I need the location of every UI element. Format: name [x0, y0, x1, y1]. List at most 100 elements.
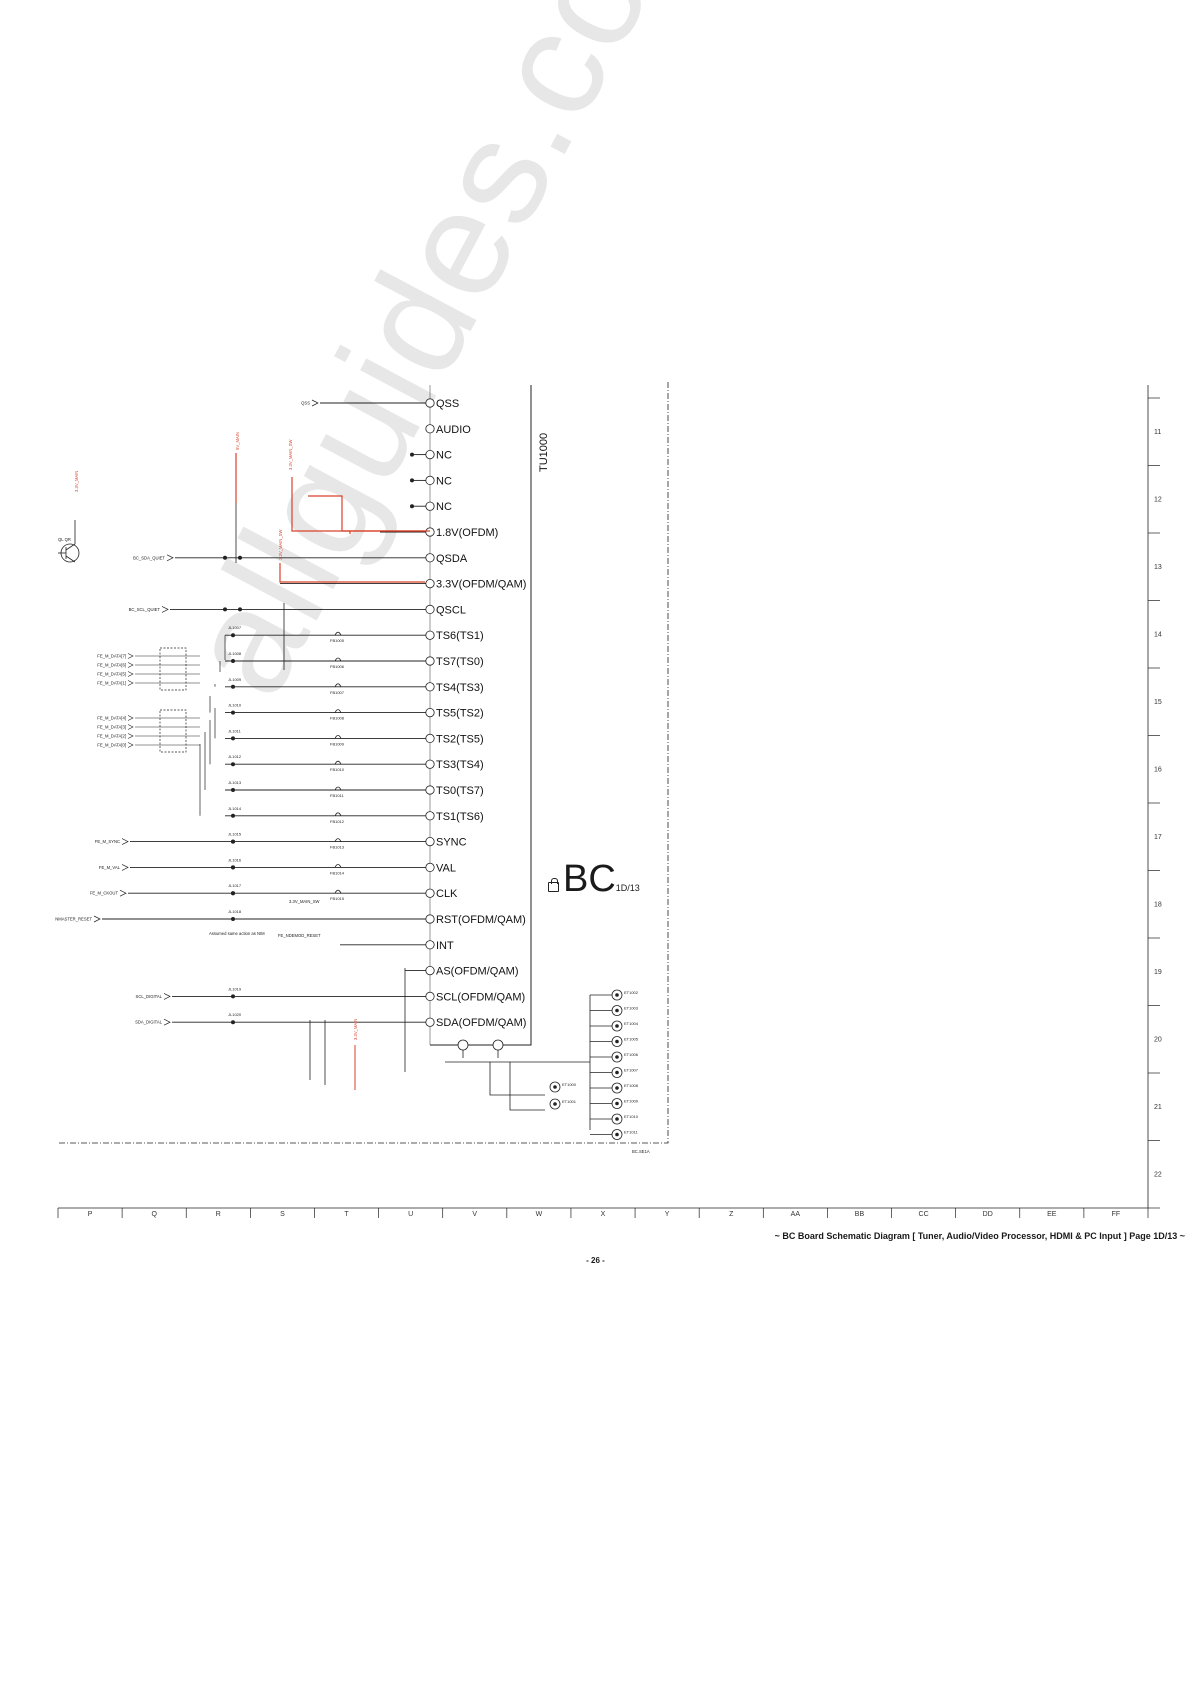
column-letter: AA: [791, 1211, 801, 1218]
junction-dot: [410, 478, 414, 483]
ferrite-label: FB1007: [330, 690, 345, 695]
pin-circle: [425, 553, 435, 563]
pin-circle: [425, 733, 435, 744]
row-number: 16: [1154, 767, 1162, 774]
transistor-symbol: [58, 520, 80, 563]
ferrite-bead: [334, 683, 342, 687]
column-letter: U: [408, 1211, 413, 1218]
junction-dot: [231, 710, 235, 715]
test-point-label: ET1007: [624, 1068, 639, 1073]
row-number: 13: [1154, 564, 1162, 571]
jumper-label: JL1013: [228, 780, 242, 785]
test-point-center: [615, 1008, 619, 1013]
ferrite-bead: [334, 709, 342, 713]
junction-dot: [231, 1020, 235, 1025]
signal-label: FE_M_SYNC: [95, 839, 120, 844]
pin-label: TS7(TS0): [436, 656, 484, 668]
signal-label: FE_M_CKOUT: [90, 891, 119, 896]
pin-label: INT: [436, 940, 454, 952]
ferrite-label: FB1008: [330, 716, 345, 721]
bus-signal-label: FE_M_DATA[0]: [97, 743, 126, 748]
signal-arrow: [127, 680, 134, 686]
jumper-label: JL1011: [228, 728, 242, 733]
ferrite-label: FB1005: [330, 638, 345, 643]
power-label: 5V_MAIN: [235, 432, 240, 450]
row-number: 15: [1154, 699, 1162, 706]
column-letter: Z: [729, 1211, 734, 1218]
row-number: 22: [1154, 1172, 1162, 1179]
pin-circle: [425, 914, 435, 924]
ferrite-label: FB1009: [330, 741, 345, 746]
row-number: 19: [1154, 969, 1162, 976]
lock-icon: [548, 878, 559, 892]
power-net-red: [235, 453, 430, 583]
signal-arrow: [166, 554, 174, 562]
bus-signal-label: FE_M_DATA[2]: [97, 734, 126, 739]
pin-label: NC: [436, 450, 452, 462]
column-letter: BB: [855, 1211, 865, 1218]
test-point-center: [615, 993, 619, 997]
junction-dot: [223, 555, 227, 560]
jumper-label: JL1007: [228, 625, 242, 630]
test-point-center: [615, 1039, 619, 1044]
test-point-center: [615, 1086, 619, 1090]
junction-dot: [410, 452, 414, 457]
pin-label: CLK: [436, 888, 458, 900]
ferrite-label: FB1010: [330, 767, 345, 772]
signal-label: BC_SDA_QUIET: [133, 555, 165, 560]
ferrite-bead: [334, 838, 342, 842]
signal-arrow: [127, 671, 134, 677]
net-label-reset: FE_NDEMOD_RESET: [278, 933, 321, 938]
pin-label: QSS: [436, 398, 459, 410]
row-number: 12: [1154, 497, 1162, 504]
board-badge: BC1D/13: [563, 858, 640, 900]
ferrite-bead: [334, 812, 342, 816]
signal-arrow: [161, 606, 169, 613]
ferrite-bead: [334, 735, 342, 739]
signal-arrow: [163, 993, 171, 1000]
pin-circle: [425, 501, 435, 511]
jumper-label: JL1018: [228, 909, 242, 914]
pin-label: TS2(TS5): [436, 733, 484, 745]
bus-signal-label: FE_M_DATA[5]: [97, 672, 126, 677]
signal-arrow: [127, 715, 134, 721]
column-letter: V: [472, 1211, 477, 1218]
pin-label: AS(OFDM/QAM): [436, 966, 519, 978]
bus-signal-label: FE_M_DATA[3]: [97, 725, 126, 730]
test-point-center: [615, 1024, 619, 1028]
signal-label: NMASTER_RESET: [55, 917, 92, 922]
ferrite-bead: [334, 657, 342, 662]
power-label: 3.3V_MAIN: [353, 1019, 358, 1040]
junction-dot: [231, 994, 235, 999]
pin-circle: [425, 656, 435, 666]
jumper-label: JL1019: [228, 986, 242, 991]
test-point-center: [615, 1070, 619, 1075]
column-letter: T: [344, 1211, 349, 1218]
pin-circle: [425, 991, 435, 1002]
test-point-center: [615, 1055, 619, 1059]
power-label: 3.3V_MAIN_SW: [288, 439, 293, 470]
pin-circle: [425, 707, 435, 718]
jumper-label: JL1012: [228, 754, 242, 759]
test-point-label: ET1011: [624, 1130, 638, 1135]
resistor-array: [159, 709, 187, 753]
junction-dot: [231, 659, 235, 663]
test-point-label: ET1004: [624, 1021, 639, 1026]
pin-circle: [492, 1039, 504, 1051]
pin-circle: [425, 527, 435, 537]
ferrite-bead: [334, 786, 342, 791]
signal-arrow: [127, 733, 134, 739]
ferrite-bead: [334, 889, 342, 894]
signal-arrow: [93, 915, 101, 923]
pin-label: AUDIO: [436, 424, 471, 436]
signal-arrow: [311, 399, 319, 407]
signal-arrow: [119, 889, 127, 897]
junction-dot: [238, 607, 242, 612]
bus-signal-label: FE_M_DATA[1]: [97, 681, 126, 686]
column-letter: P: [88, 1211, 93, 1218]
column-letter: CC: [919, 1211, 929, 1218]
test-point-center: [615, 1117, 619, 1121]
pin-circle: [425, 449, 435, 460]
column-letter: EE: [1047, 1211, 1057, 1218]
